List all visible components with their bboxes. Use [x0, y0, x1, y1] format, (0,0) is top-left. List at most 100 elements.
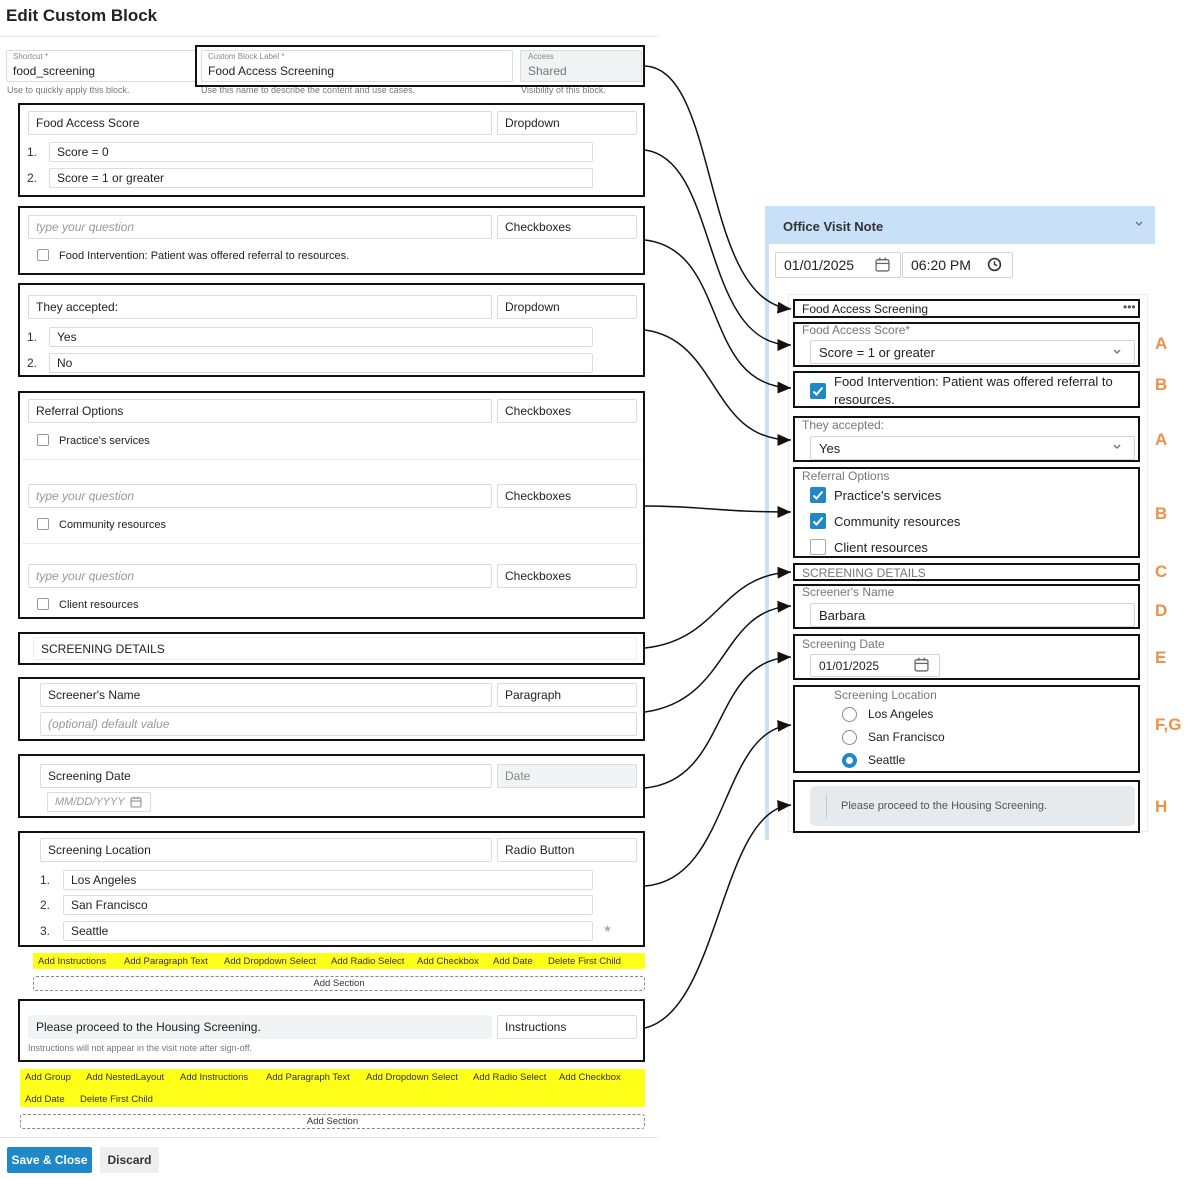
preview-referral-checkbox-1[interactable] [810, 487, 826, 503]
preview-intervention-checkbox[interactable] [810, 383, 826, 399]
add-section-button[interactable]: Add Section [33, 976, 645, 991]
screener-default-input[interactable]: (optional) default value [40, 712, 637, 736]
more-icon[interactable]: ••• [1123, 300, 1136, 314]
add-instructions-button[interactable]: Add Instructions [180, 1072, 249, 1083]
discard-button[interactable]: Discard [100, 1147, 159, 1173]
add-radio-button[interactable]: Add Radio Select [331, 956, 405, 967]
option-number: 1. [27, 330, 38, 344]
add-instructions-button[interactable]: Add Instructions [38, 956, 107, 967]
instructions-text-input[interactable]: Please proceed to the Housing Screening. [28, 1015, 492, 1039]
accepted-option-2[interactable]: No [49, 353, 593, 373]
editor-intervention-box [18, 206, 645, 275]
preview-details-label: SCREENING DETAILS [802, 566, 926, 580]
screening-details-header[interactable]: SCREENING DETAILS [33, 637, 637, 660]
referral-type-2[interactable]: Checkboxes [497, 484, 637, 508]
add-paragraph-button[interactable]: Add Paragraph Text [266, 1072, 350, 1083]
screener-question[interactable]: Screener's Name [40, 683, 492, 707]
preview-referral-label: Referral Options [802, 469, 890, 483]
preview-time-value: 06:20 PM [911, 257, 971, 273]
clock-icon[interactable] [987, 257, 1002, 272]
preview-radio-3[interactable] [842, 753, 857, 768]
custom-label-field[interactable] [201, 50, 513, 82]
preview-block-title-box [793, 299, 1140, 318]
accepted-option-1[interactable]: Yes [49, 327, 593, 347]
referral-question-3[interactable]: type your question [28, 564, 492, 588]
divider [22, 543, 642, 544]
preview-date-input[interactable]: 01/01/2025 [775, 252, 901, 278]
preview-screening-date-input[interactable]: 01/01/2025 [810, 654, 940, 677]
preview-accepted-box [793, 416, 1140, 462]
preview-accepted-select[interactable]: Yes [810, 436, 1135, 460]
add-checkbox-button[interactable]: Add Checkbox [417, 956, 479, 967]
shortcut-field[interactable] [6, 50, 196, 82]
check-icon [812, 386, 824, 396]
intervention-checkbox[interactable] [37, 249, 49, 261]
preview-screener-input[interactable]: Barbara [810, 603, 1135, 627]
location-option-1[interactable]: Los Angeles [63, 870, 593, 890]
referral-question-2[interactable]: type your question [28, 484, 492, 508]
intervention-type[interactable]: Checkboxes [497, 215, 637, 239]
annotation-letter: A [1155, 430, 1168, 449]
add-group-button[interactable]: Add Group [25, 1072, 71, 1083]
pin-icon[interactable]: ★ [603, 924, 612, 935]
editor-screener-box [18, 677, 645, 741]
date-type[interactable]: Date [497, 764, 637, 788]
chevron-down-icon[interactable] [1134, 220, 1144, 228]
intervention-question-input[interactable]: type your question [28, 215, 492, 239]
referral-checkbox-3[interactable] [37, 598, 49, 610]
arrow-food-access [644, 149, 792, 351]
referral-type[interactable]: Checkboxes [497, 399, 637, 423]
location-option-2[interactable]: San Francisco [63, 895, 593, 915]
add-date-button[interactable]: Add Date [25, 1094, 65, 1105]
location-option-3[interactable]: Seattle [63, 921, 593, 941]
referral-checkbox-2[interactable] [37, 518, 49, 530]
food-access-question[interactable]: Food Access Score [28, 111, 492, 135]
calendar-icon[interactable] [914, 657, 929, 672]
add-date-button[interactable]: Add Date [493, 956, 533, 967]
add-dropdown-button[interactable]: Add Dropdown Select [366, 1072, 458, 1083]
preview-location-box [793, 685, 1140, 773]
location-question[interactable]: Screening Location [40, 838, 492, 862]
date-question[interactable]: Screening Date [40, 764, 492, 788]
accepted-type[interactable]: Dropdown [497, 295, 637, 319]
arrow-intervention [644, 239, 792, 394]
referral-question[interactable]: Referral Options [28, 399, 492, 423]
save-close-button[interactable]: Save & Close [7, 1147, 92, 1173]
accepted-question[interactable]: They accepted: [28, 295, 492, 319]
preview-radio-2[interactable] [842, 730, 857, 745]
check-icon [812, 490, 824, 500]
delete-first-child-button[interactable]: Delete First Child [548, 956, 621, 967]
location-type[interactable]: Radio Button [497, 838, 637, 862]
screener-type[interactable]: Paragraph [497, 683, 637, 707]
referral-item-2: Community resources [59, 519, 166, 531]
add-paragraph-button[interactable]: Add Paragraph Text [124, 956, 208, 967]
referral-checkbox-1[interactable] [37, 434, 49, 446]
add-radio-button[interactable]: Add Radio Select [473, 1072, 547, 1083]
add-dropdown-button[interactable]: Add Dropdown Select [224, 956, 316, 967]
preview-food-access-select[interactable]: Score = 1 or greater [810, 340, 1135, 364]
group-toolbar [20, 1069, 645, 1107]
access-field[interactable] [520, 50, 642, 82]
instructions-type[interactable]: Instructions [497, 1015, 637, 1039]
food-access-option-1[interactable]: Score = 0 [49, 142, 593, 162]
preview-header[interactable] [765, 206, 1155, 244]
preview-instructions-box [793, 780, 1140, 833]
preview-time-input[interactable]: 06:20 PM [902, 252, 1013, 278]
add-nested-layout-button[interactable]: Add NestedLayout [86, 1072, 165, 1083]
add-section-button[interactable]: Add Section [20, 1114, 645, 1129]
preview-intervention-text-2: resources. [834, 392, 895, 407]
calendar-icon[interactable] [875, 257, 890, 272]
preview-radio-1[interactable] [842, 707, 857, 722]
add-checkbox-button[interactable]: Add Checkbox [559, 1072, 621, 1083]
referral-type-3[interactable]: Checkboxes [497, 564, 637, 588]
preview-referral-checkbox-3[interactable] [810, 539, 826, 555]
delete-first-child-button[interactable]: Delete First Child [80, 1094, 153, 1105]
preview-referral-item-2: Community resources [834, 514, 961, 529]
access-label: Access [528, 52, 554, 61]
food-access-type[interactable]: Dropdown [497, 111, 637, 135]
option-number: 2. [27, 171, 38, 185]
preview-referral-checkbox-2[interactable] [810, 513, 826, 529]
food-access-option-2[interactable]: Score = 1 or greater [49, 168, 593, 188]
date-placeholder-input[interactable]: MM/DD/YYYY [47, 792, 151, 812]
custom-label-label: Custom Block Label * [208, 52, 285, 61]
